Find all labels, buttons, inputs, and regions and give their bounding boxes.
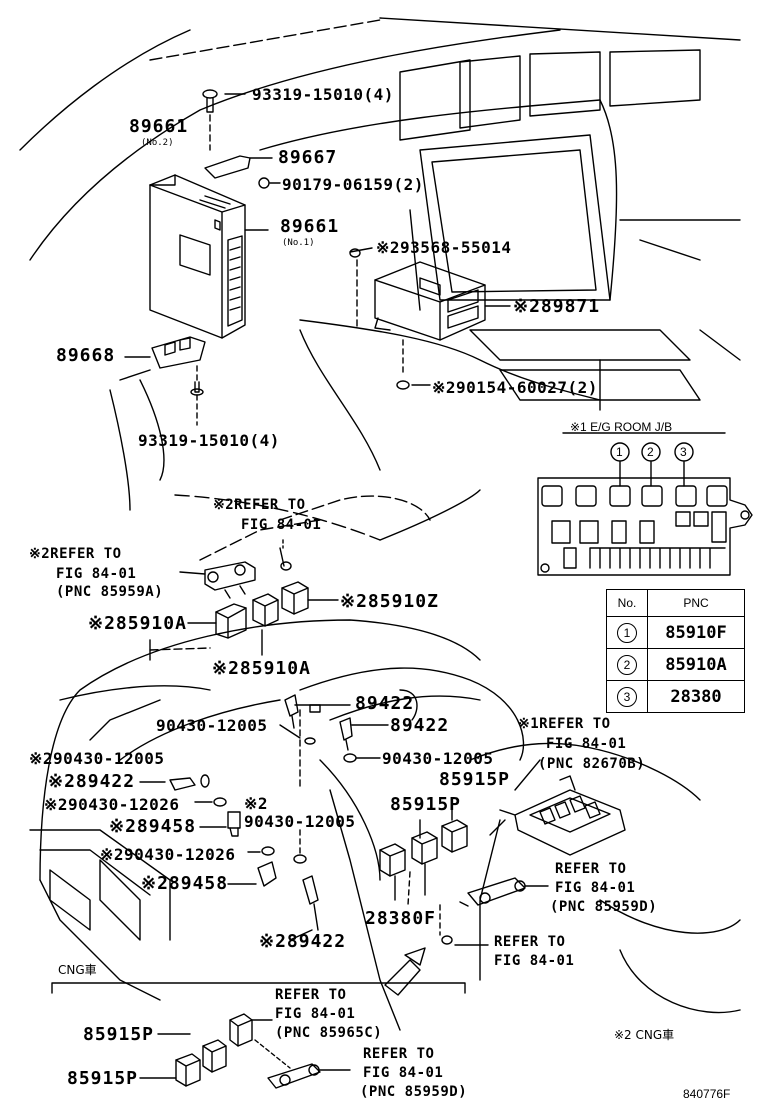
fuse-number-3: 3 [680,445,687,459]
label-refer-to-6: REFER TO [275,987,347,1003]
label-bracket-89667: 89667 [278,147,338,168]
table-row: 2 85910A [606,648,745,681]
label-relay-85915p-1: 85915P [439,769,511,790]
row-number: 1 [617,622,637,643]
label-relay-85910z: ※285910Z [340,591,439,612]
label-no2: (No.2) [141,138,174,148]
row-pnc: 85910F [647,616,745,649]
label-fig-84-01-5: FIG 84-01 [494,953,575,969]
label-fig-84-01-6: FIG 84-01 [275,1006,356,1022]
junction-block [537,432,753,576]
label-fig-84-01-1: FIG 84-01 [241,517,322,533]
header-no: No. [606,589,648,617]
engine-room-jb [489,759,626,856]
label-bolt-93319-bottom: 93319-15010(4) [138,431,280,450]
label-note-cng: ※2 CNG車 [614,1028,675,1042]
label-no1: (No.1) [282,238,315,248]
label-gasket-90430-1: 90430-12005 [156,716,268,735]
label-gasket-90430-12026-1: ※290430-12026 [44,795,180,814]
relay-group-85915 [379,805,549,996]
row-pnc: 28380 [647,680,745,713]
label-pnc-85965c: (PNC 85965C) [275,1025,383,1041]
bracket-89668 [119,336,206,426]
label-pnc-85959a: (PNC 85959A) [56,584,164,600]
label-relay-28380f: 28380F [365,908,437,929]
dashboard-outline [19,17,741,541]
label-sensor-89458-2: ※289458 [141,873,229,894]
label-refer-to-5: REFER TO [494,934,566,950]
label-relay-85915p-3: 85915P [83,1024,155,1045]
label-sensor-89422-4: ※289422 [259,931,347,952]
label-fig-84-01-2: FIG 84-01 [56,566,137,582]
label-pnc-85959d-1: (PNC 85959D) [550,899,658,915]
label-ecu-89661-no1: 89661 [280,216,340,237]
label-drawing-number: 840776F [683,1087,731,1101]
cng-section [51,982,466,1089]
label-pnc-85959d-2: (PNC 85959D) [360,1084,468,1100]
label-93568: ※293568-55014 [376,238,512,257]
row-number: 3 [617,686,637,707]
label-refer-to-1: ※2REFER TO [213,497,306,513]
label-module-89871: ※289871 [513,296,601,317]
label-cng-vehicle: CNG車 [58,963,97,977]
label-eg-room-jb: ※1 E/G ROOM J/B [570,420,673,434]
table-row: 3 28380 [606,680,745,713]
label-bolt-90154: ※290154-60027(2) [432,378,598,397]
label-sensor-89458-1: ※289458 [109,816,197,837]
label-sensor-89422-2: 89422 [390,715,450,736]
engine-room-outline [29,495,741,1031]
label-gasket-90430-12026-2: ※290430-12026 [100,845,236,864]
label-refer-to-7: REFER TO [363,1046,435,1062]
label-fig-84-01-3: FIG 84-01 [546,736,627,752]
label-fig-84-01-7: FIG 84-01 [363,1065,444,1081]
label-refer-to-2: ※2REFER TO [29,546,122,562]
bolt-93319-top [202,89,246,151]
label-ecu-89661-no2: 89661 [129,116,189,137]
label-relay-85910a-left: ※285910A [88,613,187,634]
bracket-89667 [204,155,281,189]
label-refer-to-4: REFER TO [555,861,627,877]
label-relay-85915p-4: 85915P [67,1068,139,1089]
label-sensor-89422-3: ※289422 [48,771,136,792]
sensors-group [139,689,418,941]
pnc-table-header: No. PNC [606,589,745,617]
label-nut-90179: 90179-06159(2) [282,175,424,194]
module-89871 [356,259,511,390]
label-sensor-89422-1: 89422 [355,693,415,714]
label-gasket-90430-2: ※290430-12005 [29,749,165,768]
ecu-89661 [149,174,246,339]
label-mark-2: ※2 [244,794,269,813]
fuse-number-2: 2 [647,445,654,459]
label-relay-85910a-bottom: ※285910A [212,658,311,679]
label-fig-84-01-4: FIG 84-01 [555,880,636,896]
label-pnc-82670b: (PNC 82670B) [538,756,646,772]
label-refer-to-3: ※1REFER TO [518,716,611,732]
header-pnc: PNC [647,589,745,617]
table-row: 1 85910F [606,616,745,649]
relay-group-85910 [179,539,339,656]
label-relay-85915p-2: 85915P [390,794,462,815]
label-gasket-90430-4: 90430-12005 [244,812,356,831]
label-gasket-90430-3: 90430-12005 [382,749,494,768]
pnc-table: No. PNC 1 85910F 2 85910A 3 28380 [606,589,745,713]
fuse-number-1: 1 [616,445,623,459]
label-bolt-93319-top: 93319-15010(4) [252,85,394,104]
label-bracket-89668: 89668 [56,345,116,366]
row-pnc: 85910A [647,648,745,681]
row-number: 2 [617,654,637,675]
